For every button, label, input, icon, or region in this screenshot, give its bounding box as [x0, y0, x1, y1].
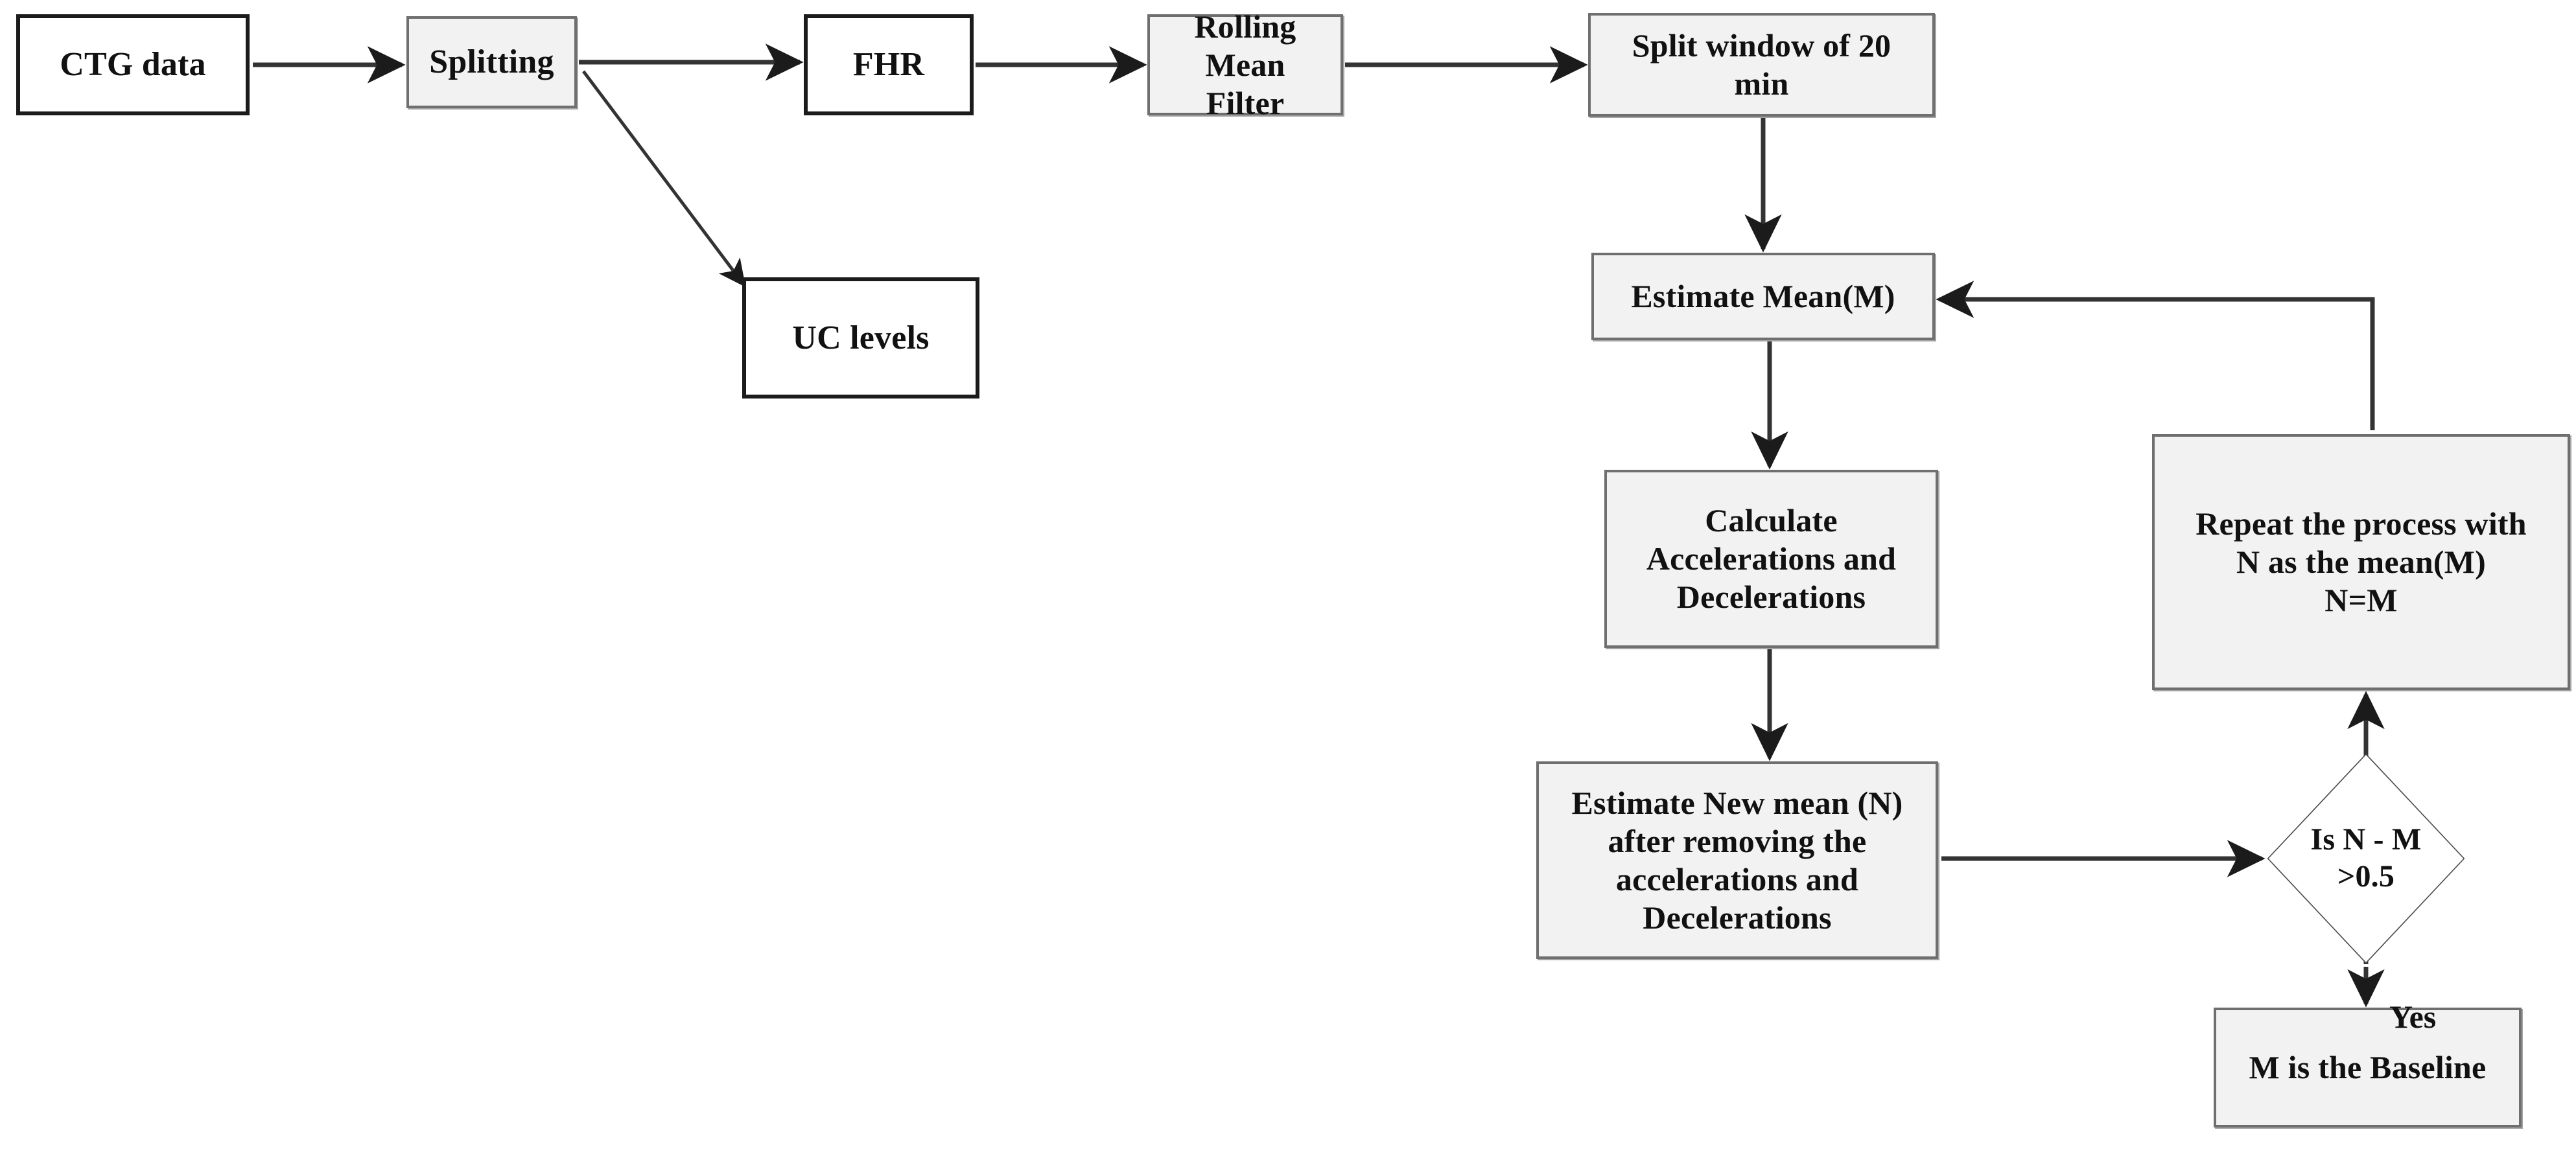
- node-label: Is N - M >0.5: [2310, 822, 2422, 894]
- node-label: CTG data: [60, 46, 206, 84]
- node-uc-levels[interactable]: UC levels: [742, 277, 979, 399]
- node-label: Calculate Accelerations and Deceleration…: [1646, 502, 1897, 615]
- edge-repeat-to-estimate-mean: [1936, 281, 2375, 430]
- node-label: Repeat the process with N as the mean(M)…: [2195, 505, 2527, 618]
- node-ctg-data[interactable]: CTG data: [16, 14, 250, 115]
- node-label: FHR: [852, 46, 925, 84]
- node-split-window[interactable]: Split window of 20 min: [1588, 13, 1935, 117]
- node-label: Split window of 20 min: [1632, 27, 1891, 102]
- node-estimate-new-mean[interactable]: Estimate New mean (N) after removing the…: [1536, 761, 1938, 959]
- node-label: Rolling Mean Filter: [1194, 8, 1296, 121]
- node-repeat-process[interactable]: Repeat the process with N as the mean(M)…: [2152, 434, 2570, 690]
- node-decision-is-n-minus-m[interactable]: Is N - M >0.5: [2266, 752, 2466, 965]
- node-label: Estimate New mean (N) after removing the…: [1571, 784, 1903, 936]
- node-splitting[interactable]: Splitting: [406, 16, 577, 108]
- node-label: Estimate Mean(M): [1631, 278, 1895, 314]
- node-calculate-accelerations-decelerations[interactable]: Calculate Accelerations and Deceleration…: [1604, 470, 1938, 648]
- node-fhr[interactable]: FHR: [804, 14, 974, 115]
- node-m-is-baseline[interactable]: M is the Baseline: [2214, 1008, 2522, 1127]
- edge-label-yes: Yes: [2389, 999, 2437, 1035]
- edge-splitting-to-uc-levels: [582, 70, 746, 288]
- node-label: UC levels: [792, 319, 930, 356]
- node-label: M is the Baseline: [2249, 1049, 2487, 1085]
- node-label: Splitting: [429, 43, 554, 81]
- node-estimate-mean[interactable]: Estimate Mean(M): [1591, 253, 1935, 340]
- node-rolling-mean-filter[interactable]: Rolling Mean Filter: [1147, 8, 1343, 121]
